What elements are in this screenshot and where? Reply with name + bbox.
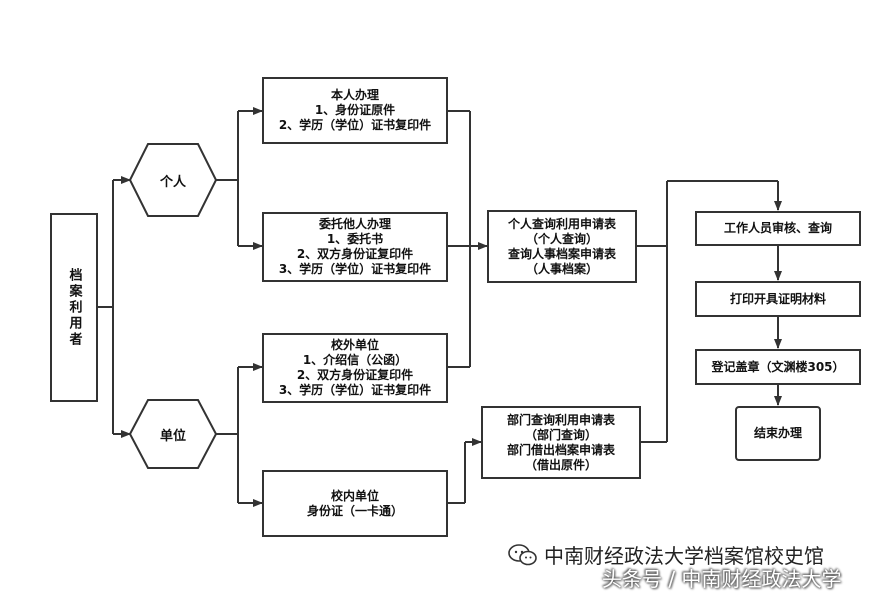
self-handle-title: 本人办理 bbox=[330, 88, 379, 102]
outside-unit-box: 校外单位 1、介绍信（公函） 2、双方身份证复印件 3、学历（学位）证书复印件 bbox=[262, 333, 448, 403]
archive-user-label: 档案利用者 bbox=[66, 267, 82, 348]
dept-form-line-4: （借出原件） bbox=[524, 457, 597, 472]
personal-form-line-2: （个人查询） bbox=[525, 231, 598, 246]
outside-unit-item-1: 1、介绍信（公函） bbox=[302, 353, 408, 367]
register-label: 登记盖章（文渊楼305） bbox=[711, 359, 845, 374]
entrust-handle-item-1: 1、委托书 bbox=[326, 232, 384, 246]
outside-unit-item-3: 3、学历（学位）证书复印件 bbox=[278, 383, 432, 397]
outside-unit-title: 校外单位 bbox=[330, 338, 379, 352]
unit-label: 单位 bbox=[159, 429, 186, 444]
register-box: 登记盖章（文渊楼305） bbox=[695, 349, 861, 385]
entrust-handle-box: 委托他人办理 1、委托书 2、双方身份证复印件 3、学历（学位）证书复印件 bbox=[262, 212, 448, 282]
wechat-icon bbox=[508, 543, 537, 565]
finish-label: 结束办理 bbox=[753, 426, 802, 440]
outside-unit-item-2: 2、双方身份证复印件 bbox=[296, 368, 414, 382]
entrust-handle-item-2: 2、双方身份证复印件 bbox=[296, 247, 414, 261]
dept-form-line-2: （部门查询） bbox=[524, 427, 597, 442]
inside-unit-box: 校内单位 身份证（一卡通） bbox=[262, 470, 448, 537]
self-handle-item-1: 1、身份证原件 bbox=[314, 103, 396, 117]
personal-hexagon bbox=[128, 143, 218, 217]
dept-form-line-3: 部门借出档案申请表 bbox=[506, 442, 615, 457]
personal-form-box: 个人查询利用申请表 （个人查询） 查询人事档案申请表 （人事档案） bbox=[487, 210, 637, 283]
watermark-line-1: 中南财经政法大学档案馆校史馆 bbox=[508, 540, 824, 569]
personal-form-line-4: （人事档案） bbox=[525, 261, 598, 276]
self-handle-item-2: 2、学历（学位）证书复印件 bbox=[278, 118, 432, 132]
dept-form-box: 部门查询利用申请表 （部门查询） 部门借出档案申请表 （借出原件） bbox=[481, 406, 641, 479]
print-label: 打印开具证明材料 bbox=[729, 291, 826, 306]
dept-form-line-1: 部门查询利用申请表 bbox=[506, 412, 615, 427]
inside-unit-item-1: 身份证（一卡通） bbox=[306, 503, 403, 518]
archive-user-box: 档案利用者 bbox=[50, 213, 98, 402]
entrust-handle-item-3: 3、学历（学位）证书复印件 bbox=[278, 262, 432, 276]
entrust-handle-title: 委托他人办理 bbox=[318, 217, 391, 231]
personal-label: 个人 bbox=[159, 175, 186, 190]
self-handle-box: 本人办理 1、身份证原件 2、学历（学位）证书复印件 bbox=[262, 77, 448, 144]
print-box: 打印开具证明材料 bbox=[695, 281, 861, 317]
unit-hexagon bbox=[128, 399, 218, 469]
review-box: 工作人员审核、查询 bbox=[695, 211, 861, 246]
finish-box: 结束办理 bbox=[735, 406, 821, 461]
personal-form-line-1: 个人查询利用申请表 bbox=[507, 216, 616, 231]
watermark-text-1: 中南财经政法大学档案馆校史馆 bbox=[544, 544, 824, 568]
personal-form-line-3: 查询人事档案申请表 bbox=[507, 246, 616, 261]
watermark-line-2: 头条号 / 中南财经政法大学 bbox=[602, 567, 842, 591]
inside-unit-title: 校内单位 bbox=[330, 488, 379, 503]
review-label: 工作人员审核、查询 bbox=[723, 221, 832, 235]
